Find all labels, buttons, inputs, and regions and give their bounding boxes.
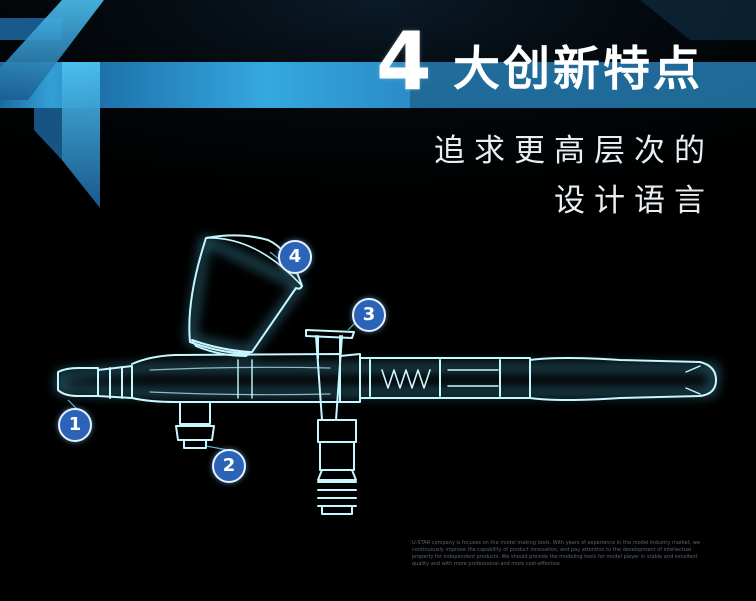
subtitle-line-2: 设计语言: [554, 183, 714, 219]
title-number: 4: [376, 15, 432, 108]
marker-1: 1: [58, 408, 92, 442]
airbrush-illustration: [57, 234, 718, 515]
footnote-line: property for independent products. We sh…: [412, 554, 698, 560]
footnote-line: quality and with more professional and m…: [412, 561, 563, 567]
footnote-line: U-STAR company is focuses on the model m…: [412, 540, 701, 546]
marker-3: 3: [352, 298, 386, 332]
footnote-line: continuously improve the capability of p…: [412, 547, 692, 553]
marker-2: 2: [212, 449, 246, 483]
title-text: 大创新特点: [453, 42, 703, 97]
marker-4: 4: [278, 240, 312, 274]
subtitle-line-1: 追求更高层次的: [434, 133, 714, 169]
company-footnote: U-STAR company is focuses on the model m…: [412, 540, 742, 568]
big-four-shape: [0, 0, 756, 208]
